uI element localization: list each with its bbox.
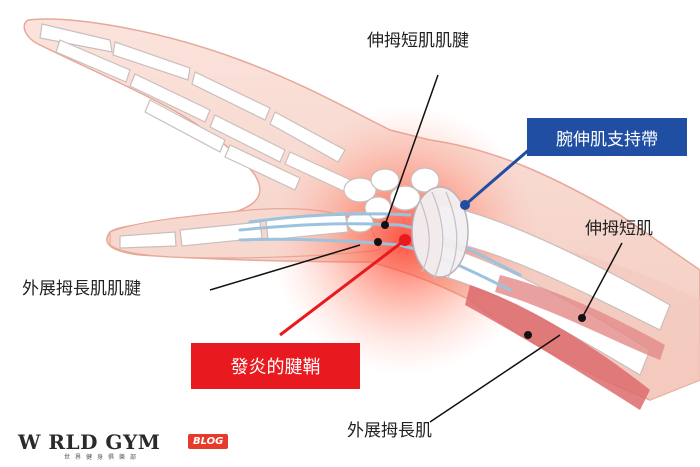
- logo-brand: W RLD GYM: [18, 430, 161, 454]
- extensor-retinaculum-band: [411, 186, 469, 279]
- label-abductor-pollicis-longus-muscle: 外展拇長肌: [347, 421, 432, 441]
- label-extensor-pollicis-brevis-tendon: 伸拇短肌肌腱: [367, 31, 469, 51]
- callout-inflamed-tendon-sheath: 發炎的腱鞘: [191, 343, 360, 389]
- label-abductor-pollicis-longus-tendon: 外展拇長肌肌腱: [22, 279, 141, 299]
- logo-subtitle: 世界健身俱樂部: [64, 454, 142, 461]
- leader-lines: [209, 74, 623, 423]
- label-extensor-pollicis-brevis-muscle: 伸拇短肌: [585, 219, 653, 239]
- world-gym-logo: W RLD GYM BLOG 世界健身俱樂部: [18, 430, 229, 461]
- callout-extensor-retinaculum: 腕伸肌支持帶: [527, 118, 687, 156]
- finger-bones: [39, 23, 356, 195]
- logo-blog-badge: BLOG: [188, 434, 229, 449]
